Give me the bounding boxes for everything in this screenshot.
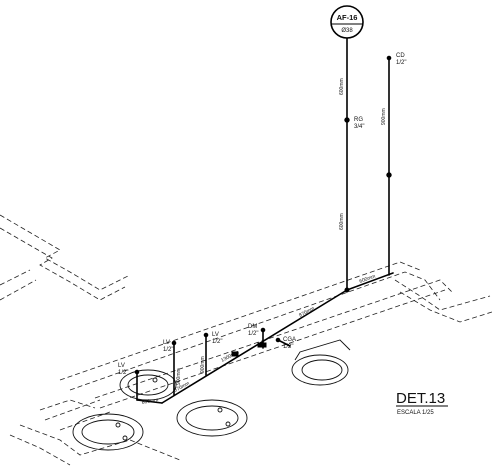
af-tag-sub: Ø38 [341,28,353,34]
main-run [161,289,348,404]
label-lv1-size: 1/2" [118,370,128,376]
dim-cd-riser: 900mm [381,108,387,125]
wall-outlines [0,214,492,466]
label-cga-size: 1/2" [283,344,293,350]
toilet [291,354,349,386]
dim-h1: 600mm [359,274,377,285]
basins [72,339,351,451]
basin-3 [176,399,248,437]
label-lv3-name: LV [212,332,219,338]
dim-riser-upper: 600mm [339,78,345,95]
label-rg-name: RG [354,117,363,123]
dim-v2: 900mm [200,356,206,373]
af-tag-circle [330,5,364,39]
label-cd-size: 1/2" [396,60,406,66]
label-cd-name: CD [396,53,405,59]
dim-v1: 900mm [176,368,182,385]
dimension-labels: 600mm 600mm 900mm 600mm 870mm 1300mm 870… [141,78,387,406]
basin-2 [72,413,144,451]
dim-riser-lower: 600mm [339,213,345,230]
af-tag: AF-16 Ø38 [330,5,364,39]
label-cga-name: CGA [283,337,296,343]
pipe-network [136,37,394,404]
label-lv2-name: LV [163,340,170,346]
label-rg-size: 3/4" [354,124,364,130]
label-lv1-name: LV [118,363,125,369]
dim-h2: 870mm [298,306,316,319]
label-lv2-size: 1/2" [163,347,173,353]
detail-title-block: DET.13 ESCALA 1/25 [396,390,448,416]
fittings [134,55,392,375]
detail-title: DET.13 [396,390,445,407]
detail-scale: ESCALA 1/25 [397,410,434,416]
label-dm-name: DM [248,324,257,330]
fixture-labels: CD 1/2" RG 3/4" LV 1/2" LV 1/2" LV 1/2" … [118,53,406,376]
basin-1 [119,369,177,401]
af-tag-code: AF-16 [337,13,358,22]
dim-h5: 600mm [141,397,158,406]
label-dm-size: 1/2" [248,331,258,337]
label-lv3-size: 1/2" [212,339,222,345]
